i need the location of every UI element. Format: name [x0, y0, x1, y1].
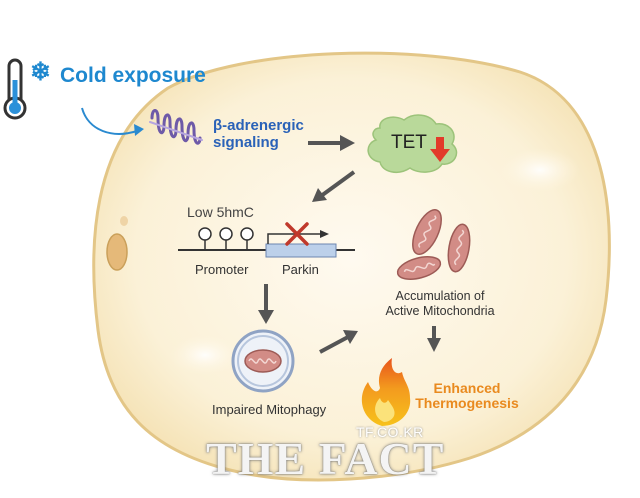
- cold-exposure-label: Cold exposure: [60, 64, 206, 87]
- beta-adrenergic-label: β-adrenergic signaling: [213, 117, 304, 151]
- adipocyte-cell: [92, 51, 611, 482]
- nucleus: [106, 233, 128, 271]
- thermogenesis-line2: Thermogenesis: [415, 395, 519, 411]
- lipid-highlight-right: [500, 148, 580, 192]
- beta-adrenergic-line2: signaling: [213, 134, 279, 151]
- nucleus-small: [120, 216, 128, 226]
- watermark-domain: TF.CO.KR: [356, 424, 424, 440]
- beta-adrenergic-line1: β-adrenergic: [213, 117, 304, 134]
- cross-icon: [285, 222, 309, 246]
- tet-down-arrow-icon: [430, 137, 450, 162]
- tet-blob: [367, 114, 458, 174]
- methyl-lollipop-3: [240, 227, 254, 241]
- methyl-lollipop-1: [198, 227, 212, 241]
- arrow-mitophagy-to-accum: [319, 335, 349, 354]
- lipid-highlight-left: [170, 335, 240, 375]
- thermogenesis-line1: Enhanced: [433, 380, 501, 396]
- autophagosome-icon: [231, 329, 295, 393]
- mitochondrion-icon: [396, 256, 442, 280]
- arrow-tet-to-gene: [319, 170, 356, 198]
- accumulation-label: Accumulation of Active Mitochondria: [370, 289, 510, 319]
- parkin-label: Parkin: [282, 262, 319, 277]
- impaired-mitophagy-label: Impaired Mitophagy: [212, 402, 327, 417]
- promoter-label: Promoter: [195, 262, 249, 277]
- flame-icon: [361, 358, 411, 426]
- gene-diagram: [178, 222, 355, 258]
- watermark-logo: THE FACT: [206, 433, 445, 484]
- accumulation-line1: Accumulation of: [395, 289, 485, 303]
- parkin-gene-box: [265, 243, 337, 258]
- thermometer-icon: [3, 58, 27, 120]
- mitochondrion-icon: [447, 223, 471, 273]
- tss-arrow: [267, 233, 322, 244]
- low-5hmc-label: Low 5hmC: [187, 204, 254, 220]
- cold-arrow: [81, 107, 141, 135]
- accumulation-line2: Active Mitochondria: [385, 304, 495, 318]
- tet-label: TET: [391, 132, 427, 153]
- receptor-icon: [149, 109, 203, 145]
- methyl-lollipop-2: [219, 227, 233, 241]
- mitochondrion-icon: [412, 209, 442, 255]
- snowflake-icon: ❄: [30, 58, 51, 86]
- thermogenesis-label: Enhanced Thermogenesis: [411, 381, 523, 411]
